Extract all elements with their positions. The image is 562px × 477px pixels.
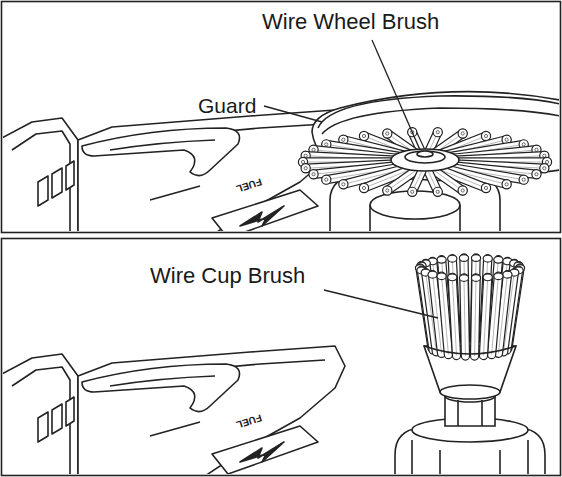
part-label: Wire Wheel Brush bbox=[262, 10, 439, 34]
part-label: Guard bbox=[198, 94, 256, 117]
leader-line bbox=[264, 106, 322, 122]
cup-grinder bbox=[3, 255, 545, 474]
grinder-head bbox=[395, 346, 545, 474]
wire-wheel bbox=[298, 128, 551, 197]
wheel-grinder bbox=[3, 92, 559, 231]
leader-line bbox=[324, 290, 438, 318]
wire-cup bbox=[415, 255, 524, 356]
wheel-hub bbox=[391, 149, 459, 171]
cup-rim bbox=[424, 346, 516, 354]
leader-line bbox=[372, 40, 420, 150]
panel-frame bbox=[2, 239, 561, 476]
guard bbox=[312, 92, 559, 182]
part-label: Wire Cup Brush bbox=[150, 264, 305, 288]
